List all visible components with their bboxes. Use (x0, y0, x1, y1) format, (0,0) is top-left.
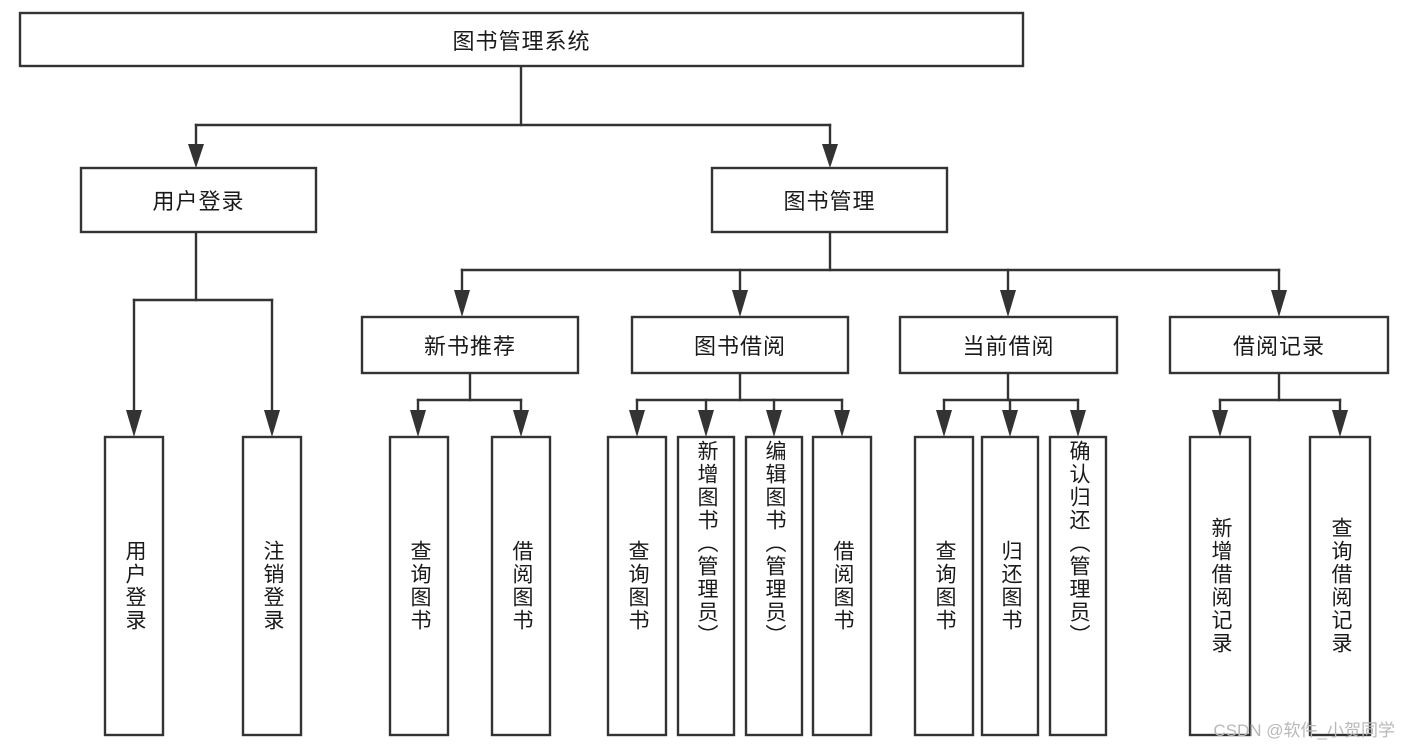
node-box-leaf-borrowbook-3[interactable] (744, 435, 804, 737)
node-box-user-login[interactable] (79, 166, 318, 234)
node-box-leaf-borrowbook-2[interactable] (676, 435, 736, 737)
connector-group-borrowrecord (1212, 371, 1348, 437)
node-box-leaf-newbook-1[interactable] (388, 435, 450, 737)
arrow-head-leaf-borrowbook-4 (834, 410, 850, 437)
connector-group-root (188, 64, 838, 168)
arrow-head-leaf-borrowbook-1 (629, 410, 645, 437)
arrow-head-leaf-currentborrow-3 (1070, 410, 1086, 437)
arrow-head-newbook (454, 290, 470, 317)
node-box-borrow-record[interactable] (1168, 315, 1390, 375)
arrow-head-currentborrow (1000, 290, 1016, 317)
node-box-book-management[interactable] (710, 166, 949, 234)
node-box-leaf-newbook-2[interactable] (490, 435, 552, 737)
node-box-leaf-currentborrow-2[interactable] (980, 435, 1040, 737)
arrow-head-borrowrecord (1271, 290, 1287, 317)
arrow-head-leaf-currentborrow-2 (1002, 410, 1018, 437)
arrow-head-leaf-user-login-1 (126, 410, 142, 437)
node-box-leaf-currentborrow-3[interactable] (1048, 435, 1108, 737)
node-box-leaf-borrowbook-4[interactable] (811, 435, 873, 737)
arrow-head-leaf-user-login-2 (264, 410, 280, 437)
node-box-book-borrow[interactable] (630, 315, 850, 375)
node-box-leaf-borrowbook-1[interactable] (606, 435, 668, 737)
arrow-head-leaf-currentborrow-1 (936, 410, 952, 437)
arrow-head-userlogin (188, 144, 204, 168)
arrow-head-leaf-newbook-1 (410, 410, 426, 437)
node-box-leaf-borrowrecord-1[interactable] (1188, 435, 1252, 737)
node-box-leaf-user-login-1[interactable] (103, 435, 165, 737)
connector-group-currentborrow (936, 371, 1086, 437)
node-box-root[interactable] (18, 11, 1025, 68)
node-box-new-book-recommend[interactable] (360, 315, 580, 375)
node-box-current-borrow[interactable] (898, 315, 1119, 375)
connector-group-userlogin (126, 230, 280, 437)
arrow-head-leaf-newbook-2 (513, 410, 529, 437)
node-box-leaf-currentborrow-1[interactable] (913, 435, 975, 737)
connector-group-bookmgmt (454, 230, 1287, 317)
arrow-head-borrowbook (732, 290, 748, 317)
arrow-head-bookmgmt (822, 144, 838, 168)
arrow-head-leaf-borrowbook-3 (766, 410, 782, 437)
node-box-leaf-borrowrecord-2[interactable] (1308, 435, 1372, 737)
connector-group-newbook (410, 371, 529, 437)
node-box-leaf-user-login-2[interactable] (241, 435, 303, 737)
arrow-head-leaf-borrowrecord-2 (1332, 410, 1348, 437)
arrow-head-leaf-borrowrecord-1 (1212, 410, 1228, 437)
connector-group-borrowbook (629, 371, 850, 437)
arrow-head-leaf-borrowbook-2 (698, 410, 714, 437)
